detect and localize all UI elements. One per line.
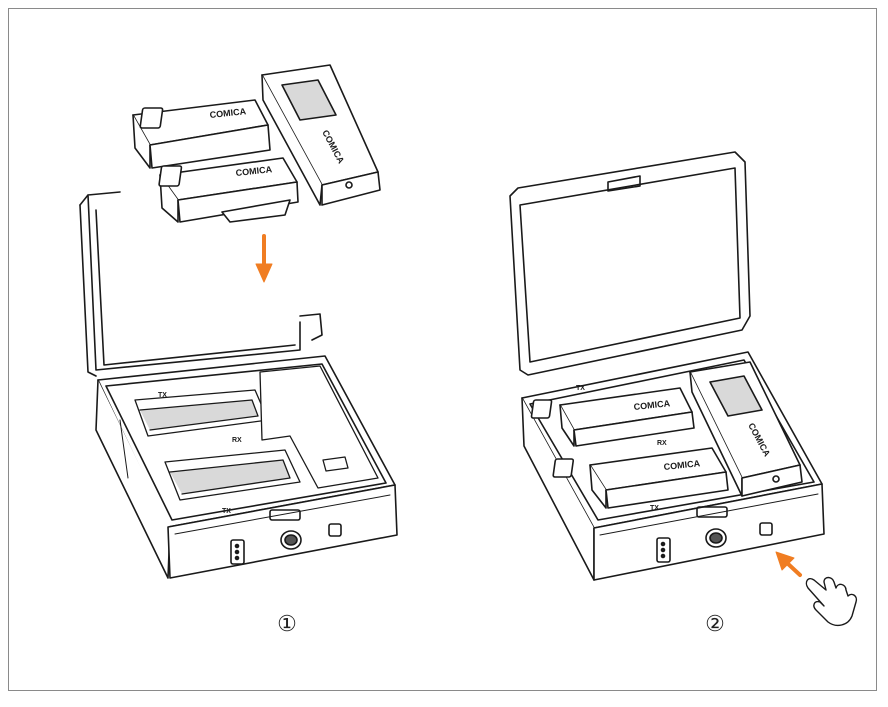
tx-label-top-2: TX <box>576 385 585 392</box>
case-lid-open-2 <box>509 151 751 376</box>
pointing-hand-icon <box>805 576 858 627</box>
panel-step-2: TX RX TX COMICA COMICA COMICA <box>509 151 858 627</box>
rx-label: RX <box>232 437 242 444</box>
dock-tx1-brand: COMICA <box>633 398 671 412</box>
receiver-unit: COMICA <box>261 64 381 206</box>
battery-indicator-2 <box>656 537 671 563</box>
docked-receiver: COMICA <box>689 361 803 497</box>
charging-slots: TX RX TX <box>134 365 379 515</box>
latch <box>269 509 301 521</box>
latch-2 <box>696 506 728 518</box>
rx-label-2: RX <box>657 440 667 447</box>
panel-step-1: TX RX TX COMICA COMICA C <box>79 64 398 579</box>
dock-tx2-brand: COMICA <box>663 458 701 472</box>
diagonal-arrow-icon <box>775 551 802 577</box>
step-1-label: ① <box>277 612 297 637</box>
down-arrow-icon <box>255 234 273 283</box>
battery-indicator <box>230 539 245 565</box>
pair-button <box>328 523 342 537</box>
tx-label-bottom: TX <box>222 508 231 515</box>
docked-transmitter-top: COMICA <box>530 387 695 447</box>
transmitter-bottom: COMICA <box>158 157 299 223</box>
case-lid-open <box>79 191 323 377</box>
pair-button-2 <box>759 522 773 536</box>
tx1-brand: COMICA <box>209 106 247 120</box>
tx2-brand: COMICA <box>235 164 273 178</box>
docked-transmitter-bottom: COMICA <box>552 447 729 509</box>
step-2-label: ② <box>705 612 725 637</box>
transmitter-top: COMICA <box>132 99 271 169</box>
tx-label-bottom-2: TX <box>650 505 659 512</box>
tx-label-top: TX <box>158 392 167 399</box>
